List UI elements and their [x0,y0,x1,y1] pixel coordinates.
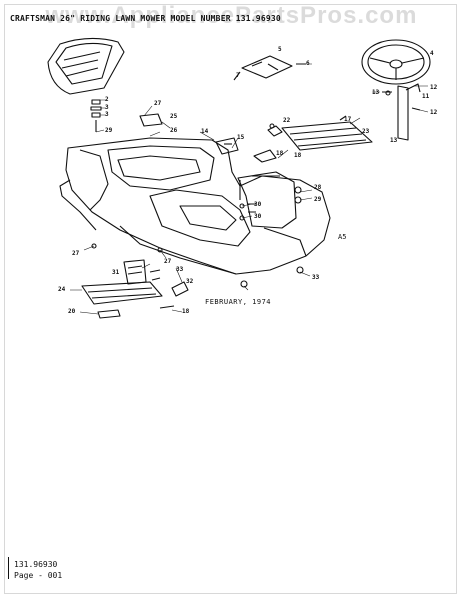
callout-label: 13 [372,89,380,96]
assembly-code: A5 [338,233,347,241]
footer-bracket [8,557,11,579]
foot-pad-left [81,259,189,319]
body-hood-drawing [59,137,331,275]
callout-label: 29 [105,127,113,134]
callout-label: 3 [105,111,109,118]
callout-label: 18 [294,152,302,159]
page-footer: 131.96930 Page - 001 [14,559,62,581]
callout-label: 13 [390,137,398,144]
callout-label: 12 [430,84,438,91]
callout-label: 20 [68,308,76,315]
callout-label: 32 [186,278,194,285]
callout-label: 27 [72,250,80,257]
footer-model: 131.96930 [14,560,58,569]
callout-label: 2 [105,96,109,103]
leader-lines [70,63,429,315]
callout-label: 26 [170,127,178,134]
callout-label: 25 [170,113,178,120]
callout-label: 27 [154,100,162,107]
watermark: www.AppliancePartsPros.com [45,2,418,29]
callout-label: 30 [254,201,262,208]
callout-label: 5 [278,46,282,53]
callout-label: 12 [430,109,438,116]
seat-hardware [90,99,102,132]
callout-label: 15 [237,134,245,141]
callout-label: 33 [312,274,320,281]
hood-trim [139,113,283,163]
callout-label: 29 [314,196,322,203]
footer-page: Page - 001 [14,571,63,580]
callout-label: 18 [182,308,190,315]
callout-label: 27 [164,258,172,265]
callout-label: 17 [344,116,352,123]
diagram-date: FEBRUARY, 1974 [205,298,272,306]
fasteners [91,123,304,288]
steering-wheel-drawing [361,39,431,141]
callout-label: 18 [276,150,284,157]
callout-label: 28 [314,184,322,191]
callout-label: 14 [201,128,209,135]
callout-label: 33 [176,266,184,273]
diagram-title: CRAFTSMAN 26" RIDING LAWN MOWER MODEL NU… [10,14,281,23]
callout-label: 31 [112,269,120,276]
callout-label: 23 [362,128,370,135]
callout-label: 11 [422,93,430,100]
callout-label: 3 [105,104,109,111]
callout-label: 7 [236,72,240,79]
bracket-part [233,55,306,81]
callout-label: 24 [58,286,66,293]
callout-label: 4 [430,50,434,57]
callout-label: 6 [306,60,310,67]
callout-label: 30 [254,213,262,220]
foot-pad-right [281,115,373,151]
page-frame [4,4,457,594]
callout-label: 22 [283,117,291,124]
seat-drawing [47,37,125,95]
